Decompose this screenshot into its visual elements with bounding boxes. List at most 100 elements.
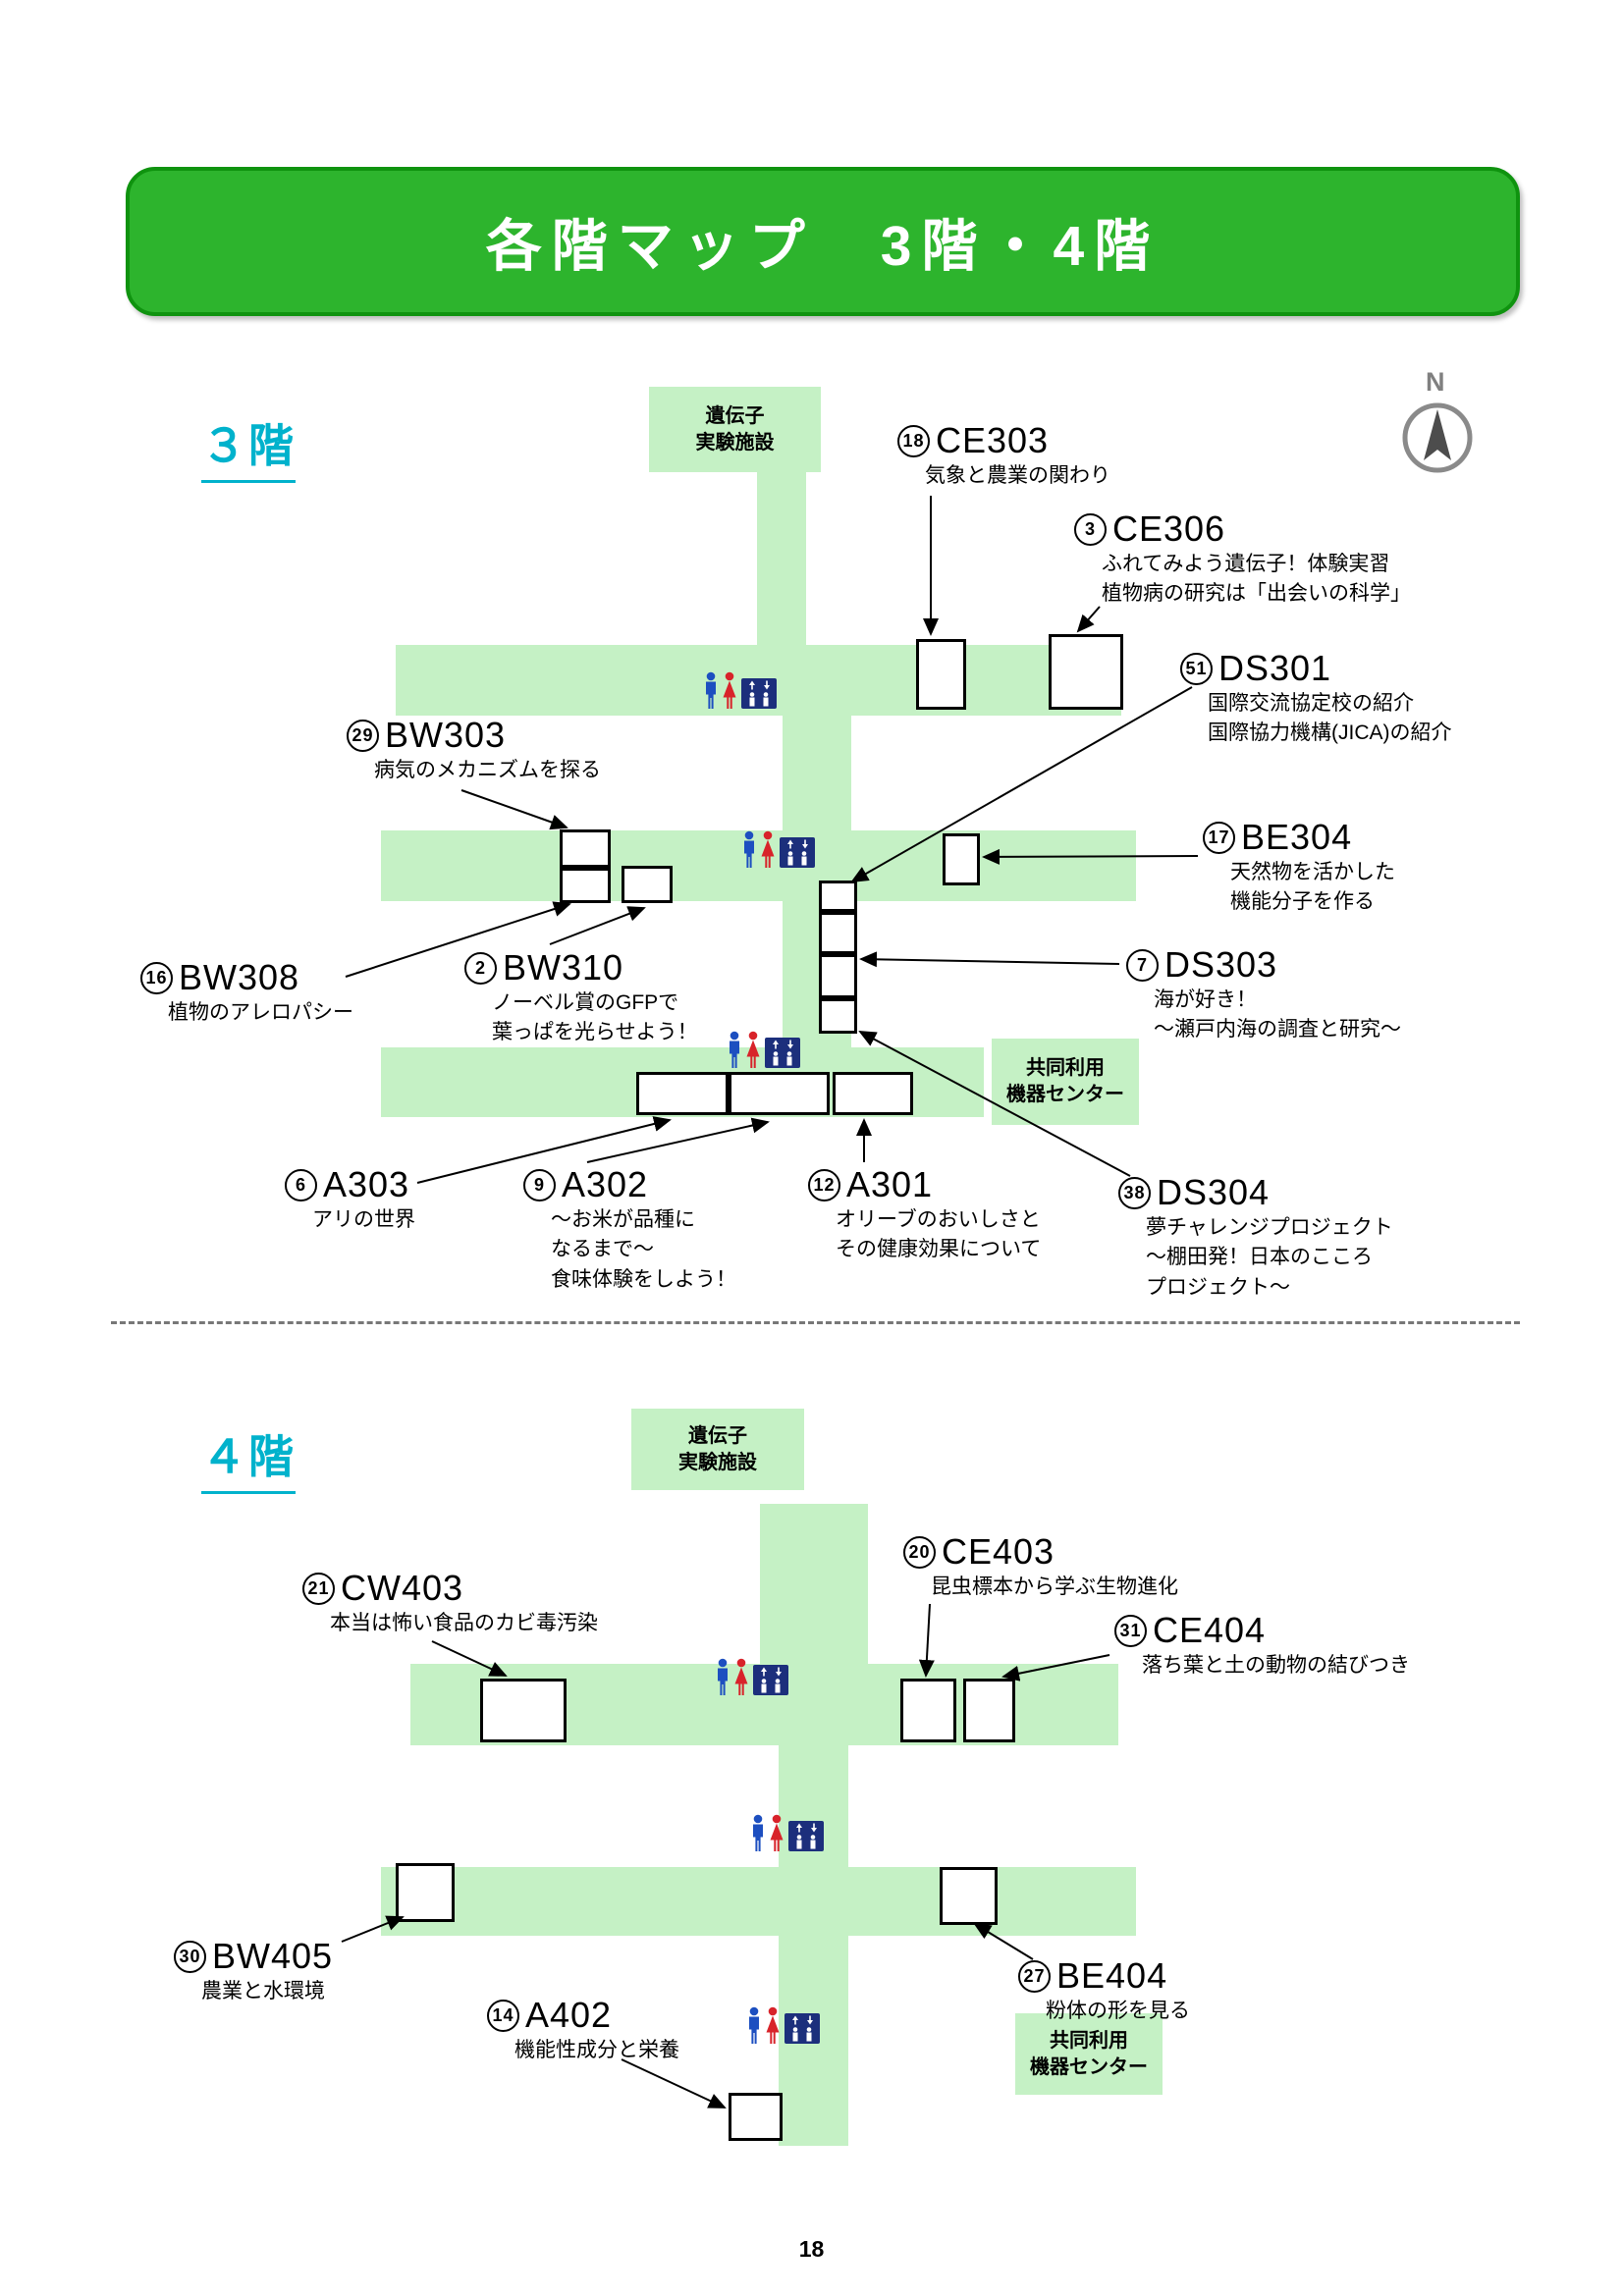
- room-desc: 国際交流協定校の紹介: [1208, 692, 1414, 715]
- room-desc: 病気のメカニズムを探る: [374, 759, 601, 781]
- circled-number: 21: [302, 1572, 335, 1605]
- room-ce404: [963, 1679, 1015, 1742]
- compass-north-label: N: [1426, 367, 1445, 397]
- circled-number: 7: [1126, 948, 1159, 982]
- room-be404: [940, 1867, 998, 1925]
- room-ce303: [916, 639, 966, 710]
- circled-number: 17: [1203, 821, 1235, 854]
- gene-facility-box-4f: 遺伝子 実験施設: [631, 1409, 804, 1490]
- room-desc: なるまで～: [551, 1238, 654, 1261]
- circled-number: 29: [347, 719, 379, 752]
- room-desc: 葉っぱを光らせよう！: [492, 1021, 698, 1044]
- equipment-center-line1: 共同利用: [1050, 2029, 1128, 2052]
- room-a402: [729, 2093, 783, 2141]
- room-code: CE303: [936, 420, 1050, 460]
- corridor-4f-vertical-mid: [779, 1745, 848, 1873]
- corridor-4f-vertical-bottom: [779, 1936, 848, 2146]
- room-desc: 天然物を活かした: [1230, 861, 1395, 883]
- page-title-banner: 各階マップ 3階・4階: [126, 167, 1520, 316]
- room-desc: 植物病の研究は「出会いの科学」: [1102, 582, 1411, 606]
- arrow-ds303: [859, 951, 1120, 968]
- corridor-4f-stem: [760, 1504, 868, 1666]
- circled-number: 30: [174, 1940, 206, 1973]
- room-desc: アリの世界: [312, 1208, 415, 1231]
- circled-number: 20: [903, 1535, 936, 1569]
- room-code: BE404: [1056, 1955, 1168, 1996]
- gene-facility-line1: 遺伝子: [688, 1424, 747, 1447]
- circled-number: 3: [1074, 512, 1107, 546]
- circled-number: 2: [464, 951, 497, 985]
- room-code: A302: [562, 1164, 649, 1204]
- corridor-3f-middle: [381, 830, 1136, 901]
- room-desc: 海が好き！: [1154, 988, 1257, 1011]
- room-ce306: [1049, 634, 1123, 710]
- room-code: CE306: [1112, 508, 1226, 549]
- room-a302: [729, 1072, 830, 1115]
- room-code: A402: [525, 1995, 613, 2035]
- circled-number: 12: [808, 1168, 840, 1201]
- compass-north-icon: [1402, 402, 1473, 473]
- arrow-bw303: [460, 789, 568, 830]
- room-desc: ふれてみよう遺伝子！体験実習: [1102, 553, 1390, 575]
- arrow-a302: [586, 1117, 770, 1163]
- room-code: DS303: [1164, 944, 1278, 985]
- floor4-heading: ４階: [201, 1421, 296, 1494]
- page-number: 18: [798, 2236, 825, 2262]
- equipment-center-box-4f: 共同利用 機器センター: [1015, 2013, 1163, 2095]
- circled-number: 6: [285, 1168, 317, 1201]
- room-code: A301: [846, 1164, 934, 1204]
- room-code: BE304: [1241, 817, 1353, 857]
- room-desc: 食味体験をしよう！: [551, 1267, 736, 1291]
- room-code: CE403: [942, 1531, 1055, 1572]
- room-bw303: [560, 829, 611, 868]
- room-code: BW310: [503, 947, 624, 988]
- room-desc: オリーブのおいしさと: [836, 1208, 1041, 1231]
- room-desc: プロジェクト～: [1146, 1275, 1290, 1299]
- room-desc: ノーベル賞のGFPで: [492, 991, 679, 1014]
- circled-number: 9: [523, 1168, 556, 1201]
- room-ce403: [900, 1679, 956, 1742]
- circled-number: 27: [1018, 1959, 1051, 1993]
- room-desc: 本当は怖い食品のカビ毒汚染: [330, 1612, 598, 1634]
- circled-number: 51: [1180, 652, 1213, 685]
- room-bw405: [396, 1863, 455, 1922]
- room-ds304: [819, 998, 857, 1034]
- room-code: DS301: [1218, 648, 1332, 688]
- room-code: BW303: [385, 715, 507, 755]
- room-ds303: [819, 954, 857, 998]
- room-code: A303: [323, 1164, 410, 1204]
- room-desc: ～棚田発！日本のこころ: [1146, 1246, 1373, 1269]
- room-desc: ～瀬戸内海の調査と研究～: [1154, 1018, 1401, 1041]
- gene-facility-box-3f: 遺伝子 実験施設: [649, 387, 821, 472]
- section-divider: [111, 1321, 1520, 1324]
- room-desc: 農業と水環境: [201, 1980, 325, 2002]
- room-code: DS304: [1157, 1172, 1271, 1212]
- equipment-center-box-3f: 共同利用 機器センター: [992, 1039, 1139, 1125]
- circled-number: 18: [897, 424, 930, 457]
- room-code: CE404: [1153, 1610, 1267, 1650]
- room-desc: その健康効果について: [836, 1238, 1042, 1261]
- room-code: BW405: [212, 1936, 334, 1976]
- room-desc: 機能分子を作る: [1230, 890, 1375, 914]
- equipment-center-line1: 共同利用: [1026, 1057, 1105, 1079]
- room-bw310: [622, 866, 673, 903]
- room-desc: 国際協力機構(JICA)の紹介: [1208, 721, 1452, 745]
- gene-facility-line1: 遺伝子: [705, 404, 765, 427]
- room-desc: 夢チャレンジプロジェクト: [1146, 1216, 1393, 1239]
